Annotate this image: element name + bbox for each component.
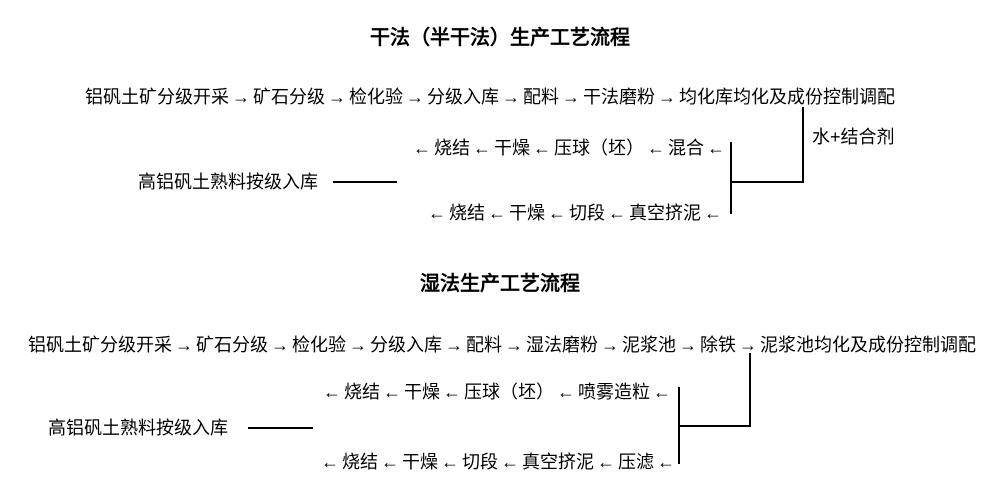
flow-step: 混合	[668, 138, 704, 158]
flow-step: 矿石分级	[196, 335, 268, 355]
flow-step: 泥浆池	[622, 335, 676, 355]
flow-step: 除铁	[700, 335, 736, 355]
arrow-left-icon: ←	[597, 452, 615, 472]
flow-step: 切段	[569, 203, 605, 223]
flow-step: 分级入库	[427, 87, 499, 107]
arrow-right-icon: →	[601, 335, 619, 355]
flow-step: 干燥	[494, 138, 530, 158]
flow-step: 压球（坯）	[464, 382, 554, 402]
arrow-right-icon: →	[562, 87, 580, 107]
flow-step: 真空挤泥	[522, 452, 594, 472]
flow-step: 切段	[462, 452, 498, 472]
dry-bracket-line	[730, 142, 732, 214]
wet-storage-connector-line	[248, 427, 313, 429]
dry-elbow-line	[731, 181, 804, 183]
dry-section-title: 干法（半干法）生产工艺流程	[370, 27, 630, 49]
flow-step: 配料	[523, 87, 559, 107]
flow-step: 干燥	[402, 452, 438, 472]
arrow-left-icon: ←	[501, 452, 519, 472]
flow-step: 配料	[466, 335, 502, 355]
flow-step: 烧结	[342, 452, 378, 472]
arrow-left-icon: ←	[413, 138, 431, 158]
wet-drop-line	[749, 353, 751, 427]
flow-step: 压球（坯）	[554, 138, 644, 158]
flow-step: 烧结	[344, 382, 380, 402]
arrow-left-icon: ←	[647, 138, 665, 158]
wet-main-flow: 铝矾土矿分级开采 → 矿石分级 → 检化验 → 分级入库 → 配料 → 湿法磨粉…	[28, 334, 976, 356]
arrow-left-icon: ←	[441, 452, 459, 472]
flow-step: 铝矾土矿分级开采	[28, 335, 172, 355]
arrow-left-icon: ←	[704, 203, 722, 223]
flow-step: 干燥	[404, 382, 440, 402]
wet-lower-branch-flow: ← 烧结 ← 干燥 ← 切段 ← 真空挤泥 ← 压滤 ←	[318, 451, 678, 473]
arrow-right-icon: →	[658, 87, 676, 107]
flow-step: 真空挤泥	[629, 203, 701, 223]
wet-section-title: 湿法生产工艺流程	[420, 273, 580, 295]
flow-step: 烧结	[449, 203, 485, 223]
arrow-left-icon: ←	[548, 203, 566, 223]
arrow-right-icon: →	[271, 335, 289, 355]
arrow-right-icon: →	[679, 335, 697, 355]
flow-step: 矿石分级	[253, 87, 325, 107]
arrow-left-icon: ←	[321, 452, 339, 472]
flow-step: 干燥	[509, 203, 545, 223]
arrow-left-icon: ←	[473, 138, 491, 158]
arrow-left-icon: ←	[653, 382, 671, 402]
dry-storage-label: 高铝矾土熟料按级入库	[138, 172, 318, 192]
flow-step: 泥浆池均化及成份控制调配	[760, 335, 976, 355]
flow-step: 检化验	[349, 87, 403, 107]
arrow-left-icon: ←	[488, 203, 506, 223]
dry-main-flow: 铝矾土矿分级开采 → 矿石分级 → 检化验 → 分级入库 → 配料 → 干法磨粉…	[85, 86, 895, 108]
dry-drop-line	[802, 107, 804, 183]
dry-storage-connector-line	[333, 181, 397, 183]
dry-additive-label: 水+结合剂	[812, 127, 895, 147]
flow-step: 铝矾土矿分级开采	[85, 87, 229, 107]
arrow-left-icon: ←	[323, 382, 341, 402]
arrow-left-icon: ←	[557, 382, 575, 402]
dry-upper-branch-flow: ← 烧结 ← 干燥 ← 压球（坯） ← 混合 ←	[410, 137, 728, 159]
flow-step: 湿法磨粉	[526, 335, 598, 355]
arrow-right-icon: →	[502, 87, 520, 107]
arrow-right-icon: →	[328, 87, 346, 107]
flow-step: 烧结	[434, 138, 470, 158]
arrow-right-icon: →	[505, 335, 523, 355]
flow-step: 喷雾造粒	[578, 382, 650, 402]
arrow-right-icon: →	[739, 335, 757, 355]
arrow-left-icon: ←	[707, 138, 725, 158]
arrow-right-icon: →	[406, 87, 424, 107]
dry-lower-branch-flow: ← 烧结 ← 干燥 ← 切段 ← 真空挤泥 ←	[425, 202, 725, 224]
wet-elbow-line	[680, 425, 751, 427]
wet-upper-branch-flow: ← 烧结 ← 干燥 ← 压球（坯） ← 喷雾造粒 ←	[320, 381, 674, 403]
flow-step: 压滤	[618, 452, 654, 472]
arrow-right-icon: →	[175, 335, 193, 355]
arrow-left-icon: ←	[383, 382, 401, 402]
arrow-left-icon: ←	[533, 138, 551, 158]
wet-storage-label: 高铝矾土熟料按级入库	[48, 418, 228, 438]
wet-bracket-line	[678, 387, 680, 464]
flow-step: 干法磨粉	[583, 87, 655, 107]
arrow-left-icon: ←	[608, 203, 626, 223]
arrow-left-icon: ←	[657, 452, 675, 472]
arrow-right-icon: →	[445, 335, 463, 355]
arrow-left-icon: ←	[443, 382, 461, 402]
arrow-right-icon: →	[349, 335, 367, 355]
flow-step: 检化验	[292, 335, 346, 355]
flow-step: 分级入库	[370, 335, 442, 355]
arrow-left-icon: ←	[428, 203, 446, 223]
arrow-left-icon: ←	[381, 452, 399, 472]
flow-step: 均化库均化及成份控制调配	[679, 87, 895, 107]
arrow-right-icon: →	[232, 87, 250, 107]
